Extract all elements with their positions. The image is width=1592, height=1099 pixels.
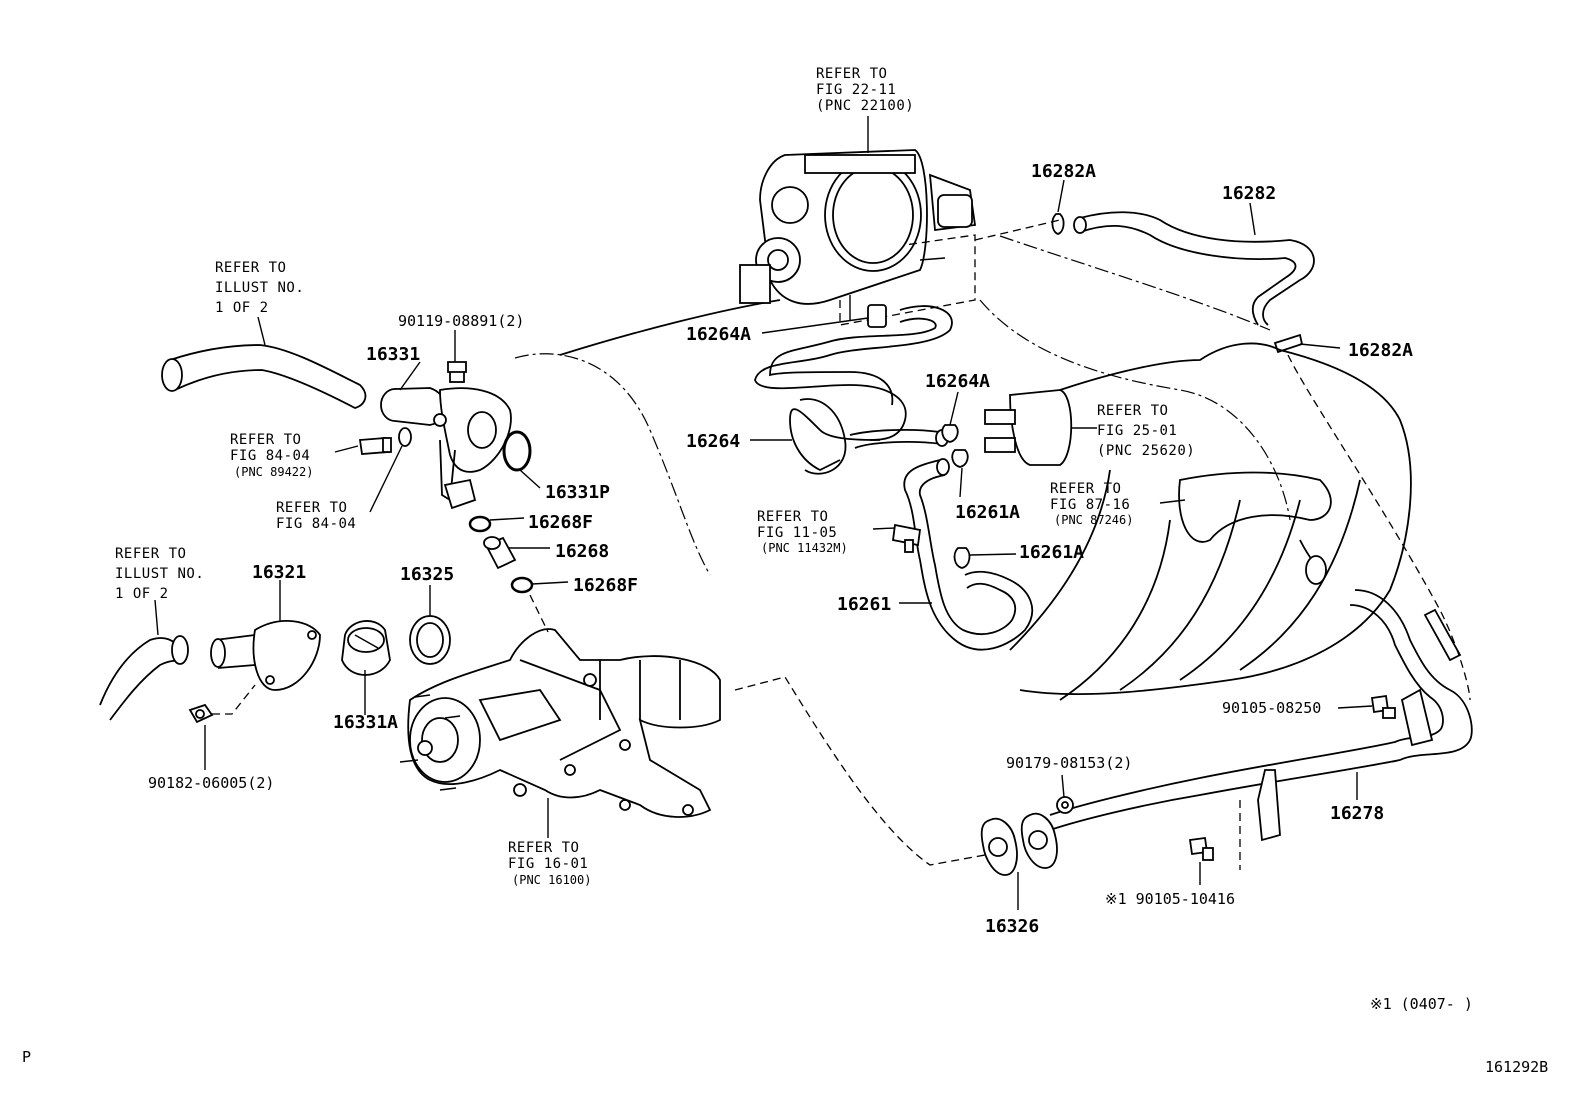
thermostat-16331A <box>341 620 391 676</box>
nut-dash-link <box>212 684 256 715</box>
part-label-16331P: 16331P <box>545 482 610 503</box>
throttle-to-clamp-dash <box>974 219 1061 241</box>
clamp-16261A-a <box>951 449 969 468</box>
part-label-16264A-b: 16264A <box>925 371 990 392</box>
ref-fig-22-11-line2: FIG 22-11 <box>816 82 896 98</box>
ref-fig-84-04a-line3: (PNC 89422) <box>234 465 313 479</box>
sensor-11432m <box>891 523 922 553</box>
valve-25620 <box>984 389 1073 466</box>
water-inlet-16321 <box>210 620 321 691</box>
part-label-16264A-a: 16264A <box>686 324 751 345</box>
ref-fig-22-11-line3: (PNC 22100) <box>816 98 914 114</box>
part-label-16331A: 16331A <box>333 712 398 733</box>
ref-fig-22-11-line1: REFER TO <box>816 66 887 82</box>
sensor-89422 <box>358 437 392 455</box>
part-label-90179: 90179-08153(2) <box>1006 754 1132 772</box>
gasket-16325 <box>409 615 451 665</box>
part-label-16321: 16321 <box>252 562 306 583</box>
clamp-16264A-a <box>867 304 887 328</box>
part-label-16268F-b: 16268F <box>573 575 638 596</box>
intake-manifold <box>1009 342 1412 701</box>
bolt-90105-08250 <box>1370 694 1396 719</box>
footnote: ※1 (0407- ) <box>1370 995 1473 1013</box>
pipe-16278 <box>1049 589 1473 842</box>
oring-16268F-a <box>468 515 492 533</box>
oring-dash-link <box>529 594 549 633</box>
ref-illust-bottom-line3: 1 OF 2 <box>115 586 169 602</box>
part-label-16268F-a: 16268F <box>528 512 593 533</box>
part-label-16282A-a: 16282A <box>1031 161 1096 182</box>
ref-fig-25-01-line2: FIG 25-01 <box>1097 423 1177 439</box>
part-label-90105-10416: ※1 90105-10416 <box>1105 890 1235 908</box>
bolt-90119 <box>447 361 467 383</box>
ref-fig-84-04b-line2: FIG 84-04 <box>276 516 356 532</box>
part-label-16326: 16326 <box>985 916 1039 937</box>
ref-illust-top-line1: REFER TO <box>215 260 286 276</box>
illustration-id: 161292B <box>1485 1058 1548 1076</box>
part-label-90105-08250: 90105-08250 <box>1222 699 1321 717</box>
ref-illust-bottom-line2: ILLUST NO. <box>115 566 204 582</box>
ref-fig-16-01-line3: (PNC 16100) <box>512 873 591 887</box>
part-label-16331: 16331 <box>366 344 420 365</box>
part-label-16282A-b: 16282A <box>1348 340 1413 361</box>
ref-fig-87-16-line2: FIG 87-16 <box>1050 497 1130 513</box>
leader-lines <box>154 116 1373 910</box>
ref-fig-84-04b-line1: REFER TO <box>276 500 347 516</box>
page-letter: P <box>22 1048 31 1066</box>
part-label-16261: 16261 <box>837 594 891 615</box>
part-label-16264: 16264 <box>686 431 740 452</box>
ref-fig-25-01-line3: (PNC 25620) <box>1097 443 1195 459</box>
throttle-dash-link <box>839 234 976 326</box>
nut-90182 <box>188 703 214 724</box>
hose-lower-left <box>99 635 189 721</box>
ref-fig-11-05-line1: REFER TO <box>757 509 828 525</box>
ref-fig-87-16-line3: (PNC 87246) <box>1054 513 1133 527</box>
washer-84-04 <box>398 427 412 447</box>
gasket-16326 <box>980 812 1058 876</box>
throttle-body <box>739 149 977 320</box>
ref-illust-top-line2: ILLUST NO. <box>215 280 304 296</box>
water-pump <box>399 628 721 818</box>
pipe-dash-link <box>1287 354 1471 701</box>
part-label-16261A-a: 16261A <box>955 502 1020 523</box>
ref-illust-bottom-line1: REFER TO <box>115 546 186 562</box>
gasket-16331P <box>502 430 532 472</box>
part-label-90119: 90119-08891(2) <box>398 312 524 330</box>
part-label-16261A-b: 16261A <box>1019 542 1084 563</box>
part-label-16325: 16325 <box>400 564 454 585</box>
oring-16268F-b <box>510 576 534 594</box>
bolt-90105-10416 <box>1188 836 1214 861</box>
ref-fig-16-01-line2: FIG 16-01 <box>508 856 588 872</box>
hose-16264 <box>754 305 953 475</box>
fitting-16268 <box>483 536 517 570</box>
part-label-16268: 16268 <box>555 541 609 562</box>
hose-16282 <box>1051 211 1315 354</box>
hose-16261 <box>903 458 1034 651</box>
part-label-16282: 16282 <box>1222 183 1276 204</box>
engine-outline <box>514 235 1291 576</box>
water-outlet-16331 <box>380 387 512 510</box>
ref-fig-87-16-line1: REFER TO <box>1050 481 1121 497</box>
ref-fig-11-05-line3: (PNC 11432M) <box>761 541 848 555</box>
nut-90179 <box>1056 796 1074 814</box>
ref-illust-top-line3: 1 OF 2 <box>215 300 269 316</box>
part-label-90182: 90182-06005(2) <box>148 774 274 792</box>
ref-fig-11-05-line2: FIG 11-05 <box>757 525 837 541</box>
pump-to-gasket-dash <box>734 676 986 866</box>
ref-fig-84-04a-line2: FIG 84-04 <box>230 448 310 464</box>
ref-fig-84-04a-line1: REFER TO <box>230 432 301 448</box>
part-label-16278: 16278 <box>1330 803 1384 824</box>
ref-fig-16-01-line1: REFER TO <box>508 840 579 856</box>
clamp-16264A-b <box>941 424 959 443</box>
hose-upper-left <box>161 344 367 409</box>
clamp-16261A-b <box>953 547 971 569</box>
ref-fig-25-01-line1: REFER TO <box>1097 403 1168 419</box>
